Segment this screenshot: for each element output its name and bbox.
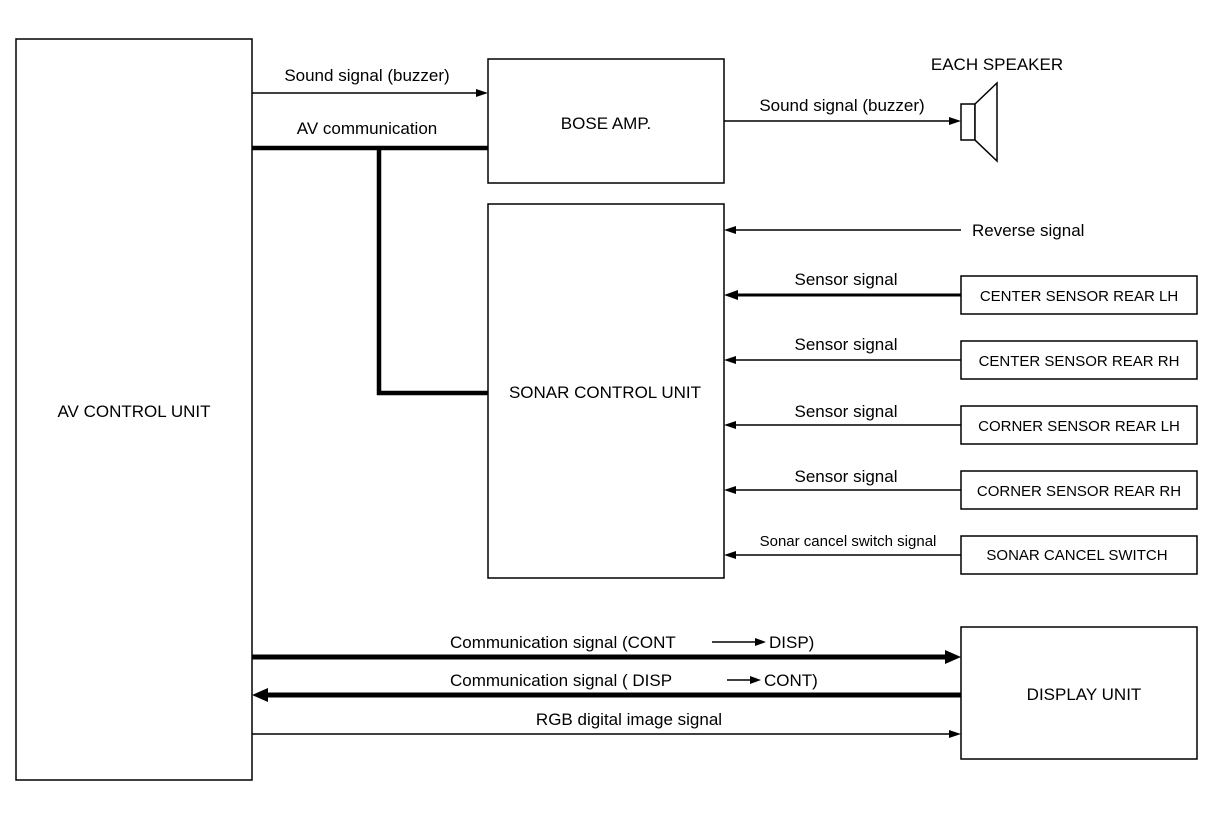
sonar-control-unit-label: SONAR CONTROL UNIT xyxy=(509,383,701,402)
comm-cont-to-disp-prefix: Communication signal (CONT xyxy=(450,633,676,652)
sensor-signal-2-label: Sensor signal xyxy=(794,335,897,354)
corner-sensor-rear-lh-label: CORNER SENSOR REAR LH xyxy=(978,418,1180,435)
right-arrow-icon xyxy=(727,676,761,684)
sonar-cancel-switch-label: SONAR CANCEL SWITCH xyxy=(986,547,1167,564)
center-sensor-rear-rh-block: CENTER SENSOR REAR RH xyxy=(960,340,1198,380)
av-communication-bus xyxy=(252,145,488,396)
reverse-signal-line xyxy=(724,226,961,234)
sound-signal-to-speaker-label: Sound signal (buzzer) xyxy=(759,96,924,115)
display-unit-block: DISPLAY UNIT xyxy=(960,626,1198,760)
sensor-signal-3-line xyxy=(724,421,961,429)
sound-signal-to-amp-line xyxy=(252,89,488,97)
each-speaker-label: EACH SPEAKER xyxy=(931,55,1063,74)
speaker-icon xyxy=(960,81,998,163)
sonar-control-unit-block: SONAR CONTROL UNIT xyxy=(487,203,725,579)
comm-cont-to-disp-line xyxy=(252,650,961,664)
sensor-signal-4-label: Sensor signal xyxy=(794,467,897,486)
sound-signal-to-speaker-line xyxy=(724,117,961,125)
sensor-signal-1-label: Sensor signal xyxy=(794,270,897,289)
bose-amp-block: BOSE AMP. xyxy=(487,58,725,184)
right-arrow-icon xyxy=(712,638,766,646)
center-sensor-rear-lh-block: CENTER SENSOR REAR LH xyxy=(960,275,1198,315)
comm-disp-to-cont-line xyxy=(252,688,961,702)
bose-amp-label: BOSE AMP. xyxy=(561,114,651,133)
reverse-signal-label: Reverse signal xyxy=(972,221,1084,240)
sensor-signal-1-line xyxy=(724,290,961,300)
sensor-signal-2-line xyxy=(724,356,961,364)
corner-sensor-rear-rh-block: CORNER SENSOR REAR RH xyxy=(960,470,1198,510)
rgb-signal-line xyxy=(252,730,961,738)
av-communication-label: AV communication xyxy=(297,119,437,138)
sound-signal-to-amp-label: Sound signal (buzzer) xyxy=(284,66,449,85)
rgb-signal-label: RGB digital image signal xyxy=(536,710,722,729)
display-unit-label: DISPLAY UNIT xyxy=(1027,685,1142,704)
center-sensor-rear-lh-label: CENTER SENSOR REAR LH xyxy=(980,288,1178,305)
sonar-cancel-switch-block: SONAR CANCEL SWITCH xyxy=(960,535,1198,575)
av-control-unit-block: AV CONTROL UNIT xyxy=(15,38,253,781)
corner-sensor-rear-rh-label: CORNER SENSOR REAR RH xyxy=(977,483,1181,500)
comm-disp-to-cont-prefix: Communication signal ( DISP xyxy=(450,671,672,690)
comm-disp-to-cont-suffix: CONT) xyxy=(764,671,818,690)
sensor-signal-4-line xyxy=(724,486,961,494)
comm-cont-to-disp-suffix: DISP) xyxy=(769,633,814,652)
sonar-cancel-switch-signal-label: Sonar cancel switch signal xyxy=(760,533,937,550)
sonar-cancel-switch-signal-line xyxy=(724,551,961,559)
corner-sensor-rear-lh-block: CORNER SENSOR REAR LH xyxy=(960,405,1198,445)
center-sensor-rear-rh-label: CENTER SENSOR REAR RH xyxy=(979,353,1180,370)
av-control-unit-label: AV CONTROL UNIT xyxy=(57,402,210,421)
sensor-signal-3-label: Sensor signal xyxy=(794,402,897,421)
